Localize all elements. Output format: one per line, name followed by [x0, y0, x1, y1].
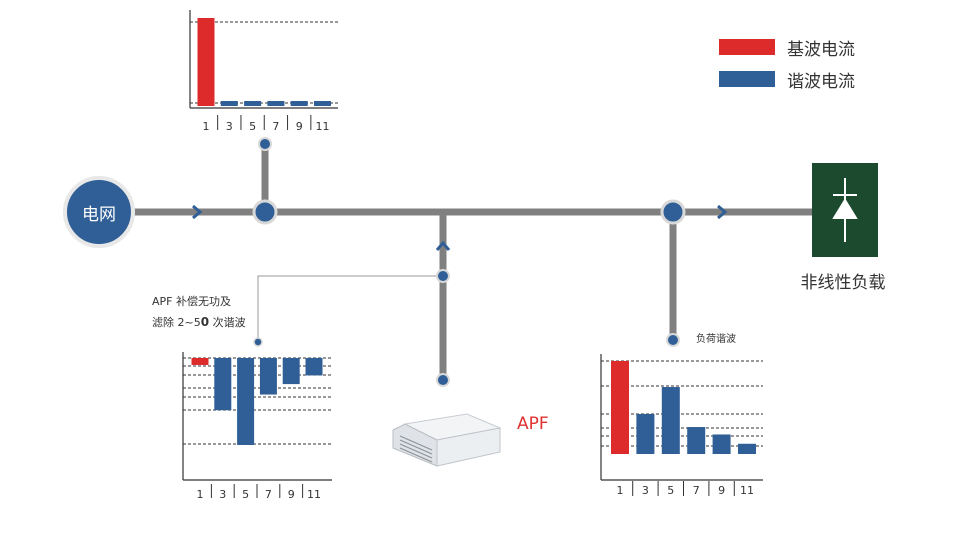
tick-label-1: 1 — [203, 120, 210, 133]
bar-11 — [305, 358, 323, 376]
chart-grid-current: 1 3 5 7 9 11 — [189, 10, 338, 133]
bar-3 — [636, 414, 655, 454]
tick-label-11: 11 — [307, 488, 321, 501]
bar-7 — [687, 427, 706, 454]
chart-apf-compensation: 1 3 5 7 9 11 — [182, 352, 332, 501]
bar-5 — [237, 358, 255, 445]
tick-label-7: 7 — [693, 484, 700, 497]
apf-note-suffix: 次谐波 — [209, 316, 246, 329]
tick-label-3: 3 — [642, 484, 649, 497]
bar-1 — [197, 18, 215, 106]
tick-label-5: 5 — [667, 484, 674, 497]
small-node — [436, 269, 450, 283]
bar-11 — [314, 101, 331, 106]
tick-label-9: 9 — [288, 488, 295, 501]
legend-swatch-fundamental — [719, 39, 775, 55]
flow-arrow-icon — [717, 204, 728, 220]
nonlinear-load-box[interactable] — [812, 163, 878, 257]
tick-label-3: 3 — [219, 488, 226, 501]
bar-9 — [290, 101, 308, 106]
small-node — [436, 373, 450, 387]
legend-item-fundamental: 基波电流 — [719, 38, 855, 60]
apf-device[interactable] — [392, 413, 502, 467]
grid-node-label: 电网 — [82, 205, 116, 225]
legend-item-harmonic: 谐波电流 — [719, 70, 855, 92]
apf-label: APF — [517, 414, 549, 434]
apf-note-line1: APF 补偿无功及 — [152, 295, 231, 308]
tick-label-7: 7 — [265, 488, 272, 501]
load-harmonics-label: 负荷谐波 — [696, 334, 736, 345]
legend-swatch-harmonic — [719, 71, 775, 87]
bar-3 — [214, 358, 232, 411]
diode-icon — [832, 178, 858, 242]
junction-node-load — [660, 199, 686, 225]
apf-note-line2: 滤除 2~50 次谐波 — [152, 312, 246, 333]
tick-label-7: 7 — [272, 120, 279, 133]
bar-9 — [712, 434, 731, 454]
grid-node[interactable] — [63, 176, 135, 248]
tick-label-11: 11 — [316, 120, 330, 133]
small-node — [258, 137, 272, 151]
tick-label-9: 9 — [718, 484, 725, 497]
apf-note: APF 补偿无功及 滤除 2~50 次谐波 — [152, 292, 246, 333]
flow-arrow-icon — [192, 204, 203, 220]
tick-label-9: 9 — [296, 120, 303, 133]
tick-label-5: 5 — [249, 120, 256, 133]
apf-callout-line — [257, 275, 443, 342]
legend-label-fundamental: 基波电流 — [787, 39, 855, 60]
nonlinear-load-label: 非线性负载 — [800, 273, 886, 293]
tick-label-11: 11 — [740, 484, 754, 497]
bar-1 — [611, 361, 629, 454]
bar-9 — [282, 358, 300, 385]
bar-7 — [259, 358, 277, 395]
bar-5 — [244, 101, 262, 106]
chart-load-harmonics: 1 3 5 7 9 11 — [600, 354, 763, 497]
flow-arrow-up-icon — [435, 240, 451, 251]
small-node — [253, 337, 263, 347]
bar-7 — [267, 101, 285, 106]
apf-note-emphasis: 0 — [200, 315, 210, 329]
legend-label-harmonic: 谐波电流 — [787, 71, 855, 92]
bar-5 — [661, 387, 680, 454]
apf-note-prefix: 滤除 2~5 — [152, 316, 201, 329]
tick-label-1: 1 — [617, 484, 624, 497]
bar-3 — [220, 101, 238, 106]
tick-label-5: 5 — [242, 488, 249, 501]
small-node — [666, 333, 680, 347]
junction-node-grid — [252, 199, 278, 225]
tick-label-1: 1 — [197, 488, 204, 501]
vent-grille-icon — [399, 435, 433, 463]
tick-label-3: 3 — [226, 120, 233, 133]
bar-11 — [738, 443, 756, 454]
bar-1 — [191, 358, 209, 365]
